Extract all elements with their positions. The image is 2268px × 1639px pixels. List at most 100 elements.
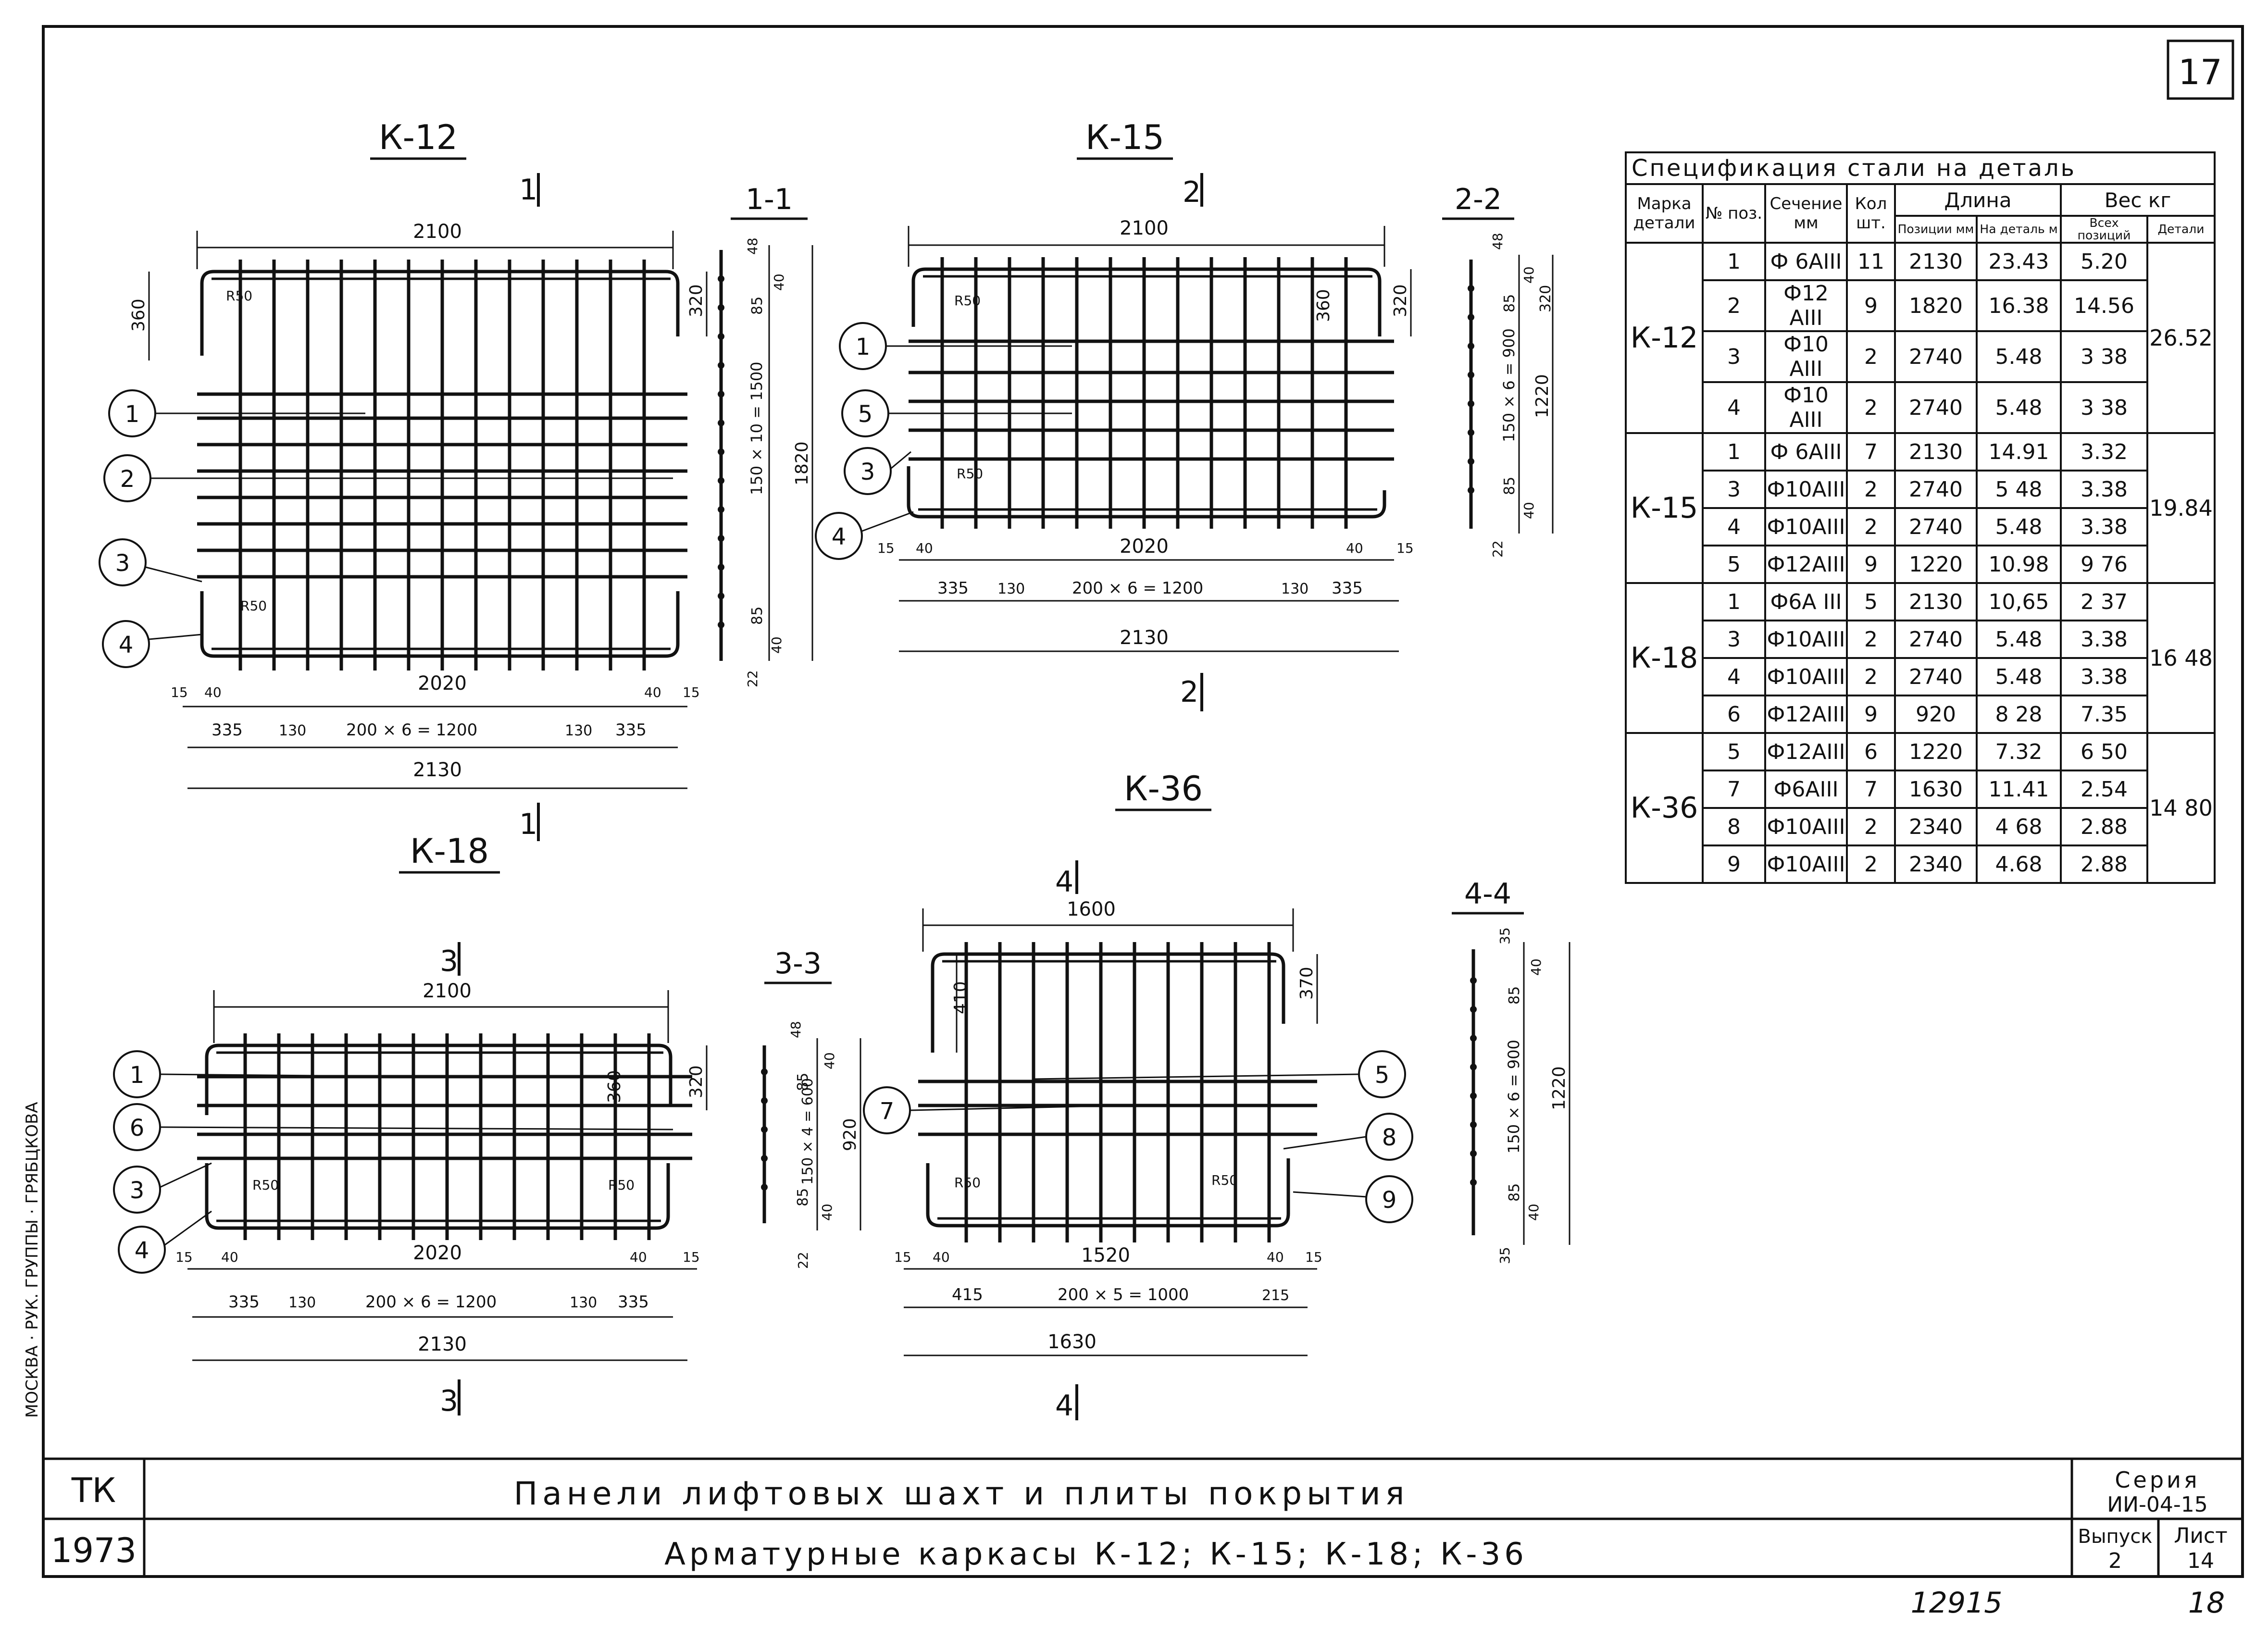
sec11-dim-40b: 40	[769, 636, 785, 654]
spec-cell-length: 920	[1894, 695, 1978, 734]
spec-cell-section: Ф10АIII	[1764, 807, 1848, 846]
spec-cell-section: Ф10АIII	[1764, 507, 1848, 546]
spec-cell-weight: 9 76	[2060, 545, 2148, 584]
spec-cell-mark: К-36	[1625, 732, 1704, 884]
spec-cell-pos: 4	[1702, 381, 1766, 434]
k18-spacing-4: 130	[570, 1294, 597, 1311]
spec-cell-pos: 9	[1702, 844, 1766, 884]
k12-spacing-4: 130	[565, 722, 592, 739]
sheet-label: Лист	[2174, 1524, 2228, 1548]
k12-callout-1: 1	[125, 401, 140, 428]
spec-cell-pos: 3	[1702, 330, 1766, 383]
k18-dim-right-height: 320	[686, 1065, 706, 1098]
spec-cell-total: 26.52	[2146, 242, 2216, 434]
spec-cell-length-det: 4.68	[1976, 844, 2062, 884]
spec-cell-length-det: 5.48	[1976, 657, 2062, 696]
k15-dim-top: 2100	[1120, 217, 1169, 239]
k36-section-mark-top: 4	[1055, 865, 1073, 899]
k15-callout-4: 4	[832, 523, 847, 550]
k12-radius-top: R50	[226, 288, 252, 304]
spec-header-len-det: На деталь м	[1976, 215, 2062, 244]
k18-radius-right: R50	[608, 1177, 635, 1193]
k12-callout-3: 3	[115, 550, 130, 577]
spec-cell-length-det: 10.98	[1976, 545, 2062, 584]
sheet-number: 17	[2178, 52, 2222, 92]
k12-spacing-3: 200 × 6 = 1200	[346, 720, 477, 740]
spec-cell-qty: 2	[1846, 657, 1896, 696]
k18-dim-total: 2130	[418, 1333, 467, 1355]
spec-cell-weight: 2.88	[2060, 807, 2148, 846]
section-3-3: 3-3 48 40 85 150 × 4 = 600 85 40 22 920	[761, 947, 861, 1269]
spec-header-length: Длина	[1894, 183, 2062, 217]
k12-dim-top: 2100	[413, 221, 462, 243]
k18-edge-1: 15	[175, 1249, 193, 1265]
spec-cell-qty: 6	[1846, 732, 1896, 771]
sec22-title: 2-2	[1455, 183, 1502, 216]
k36-callout-7: 7	[880, 1098, 895, 1125]
sec33-dim-40b: 40	[819, 1204, 835, 1221]
spec-cell-section: Ф12 АIII	[1764, 279, 1848, 332]
spec-cell-weight: 3.38	[2060, 620, 2148, 659]
spec-cell-length: 1220	[1894, 545, 1978, 584]
spec-cell-section: Ф12АIII	[1764, 545, 1848, 584]
spec-cell-length: 1630	[1894, 770, 1978, 809]
spec-cell-pos: 6	[1702, 695, 1766, 734]
spec-header-section: Сечение мм	[1764, 183, 1848, 244]
spec-cell-length: 2130	[1894, 432, 1978, 472]
side-stamp: МОСКВА · РУК. ГРУППЫ · ГРЯБЦКОВА	[23, 1102, 42, 1418]
bottom-mark-inventory: 12915	[1911, 1586, 2003, 1620]
sec33-dim-22: 22	[795, 1252, 811, 1269]
spec-table: Спецификация стали на деталь Марка детал…	[1625, 151, 2216, 884]
sec33-dim-48: 48	[788, 1021, 804, 1038]
spec-cell-qty: 2	[1846, 381, 1896, 434]
k15-radius-top: R50	[954, 293, 981, 309]
spec-cell-total: 19.84	[2146, 432, 2216, 584]
k36-edge-1: 15	[894, 1249, 911, 1265]
spec-cell-length: 2340	[1894, 807, 1978, 846]
k12-radius-bottom: R50	[240, 598, 267, 614]
sec22-dim-22: 22	[1490, 540, 1506, 558]
k12-callout-2: 2	[120, 466, 135, 493]
spec-header-weight: Вес кг	[2060, 183, 2216, 217]
spec-cell-length-det: 23.43	[1976, 242, 2062, 281]
spec-cell-pos: 3	[1702, 470, 1766, 509]
k36-callout-8: 8	[1382, 1124, 1397, 1151]
sec11-dim-48: 48	[745, 237, 760, 255]
spec-header-len-pos: Позиции мм	[1894, 215, 1978, 244]
spec-cell-length: 2740	[1894, 657, 1978, 696]
sec11-dim-85: 85	[749, 297, 766, 315]
spec-cell-weight: 3.38	[2060, 470, 2148, 509]
spec-header-w-det: Детали	[2146, 215, 2216, 244]
section-1-1: 1-1 48 40 85 150 × 10 = 1500 85 40 22 18…	[718, 183, 813, 687]
k15-drawing: К-15 2 2	[815, 118, 1414, 711]
k15-callout-2: 5	[858, 401, 873, 428]
spec-cell-mark: К-15	[1625, 432, 1704, 584]
spec-cell-section: Ф10 АIII	[1764, 330, 1848, 383]
k15-edge-1: 15	[877, 540, 895, 556]
k12-section-mark-bottom: 1	[519, 807, 537, 841]
spec-cell-total: 16 48	[2146, 582, 2216, 734]
sec22-dim-85b: 85	[1501, 477, 1518, 495]
sec33-dim-85b: 85	[795, 1188, 811, 1206]
k18-callout-4: 4	[135, 1237, 150, 1264]
title-year: 1973	[51, 1531, 137, 1570]
k18-dim-inner: 2020	[413, 1242, 462, 1264]
spec-cell-weight: 14.56	[2060, 279, 2148, 332]
spec-cell-pos: 7	[1702, 770, 1766, 809]
k18-edge-2: 40	[221, 1249, 238, 1265]
sec33-dim-total: 920	[840, 1118, 860, 1151]
spec-caption: Спецификация стали на деталь	[1625, 151, 2216, 185]
k36-spacing-2: 200 × 5 = 1000	[1058, 1285, 1189, 1304]
spec-cell-qty: 5	[1846, 582, 1896, 621]
spec-cell-weight: 2.88	[2060, 844, 2148, 884]
sec44-dim-span: 150 × 6 = 900	[1505, 1040, 1523, 1154]
spec-cell-pos: 1	[1702, 582, 1766, 621]
issue-value: 2	[2108, 1549, 2122, 1573]
